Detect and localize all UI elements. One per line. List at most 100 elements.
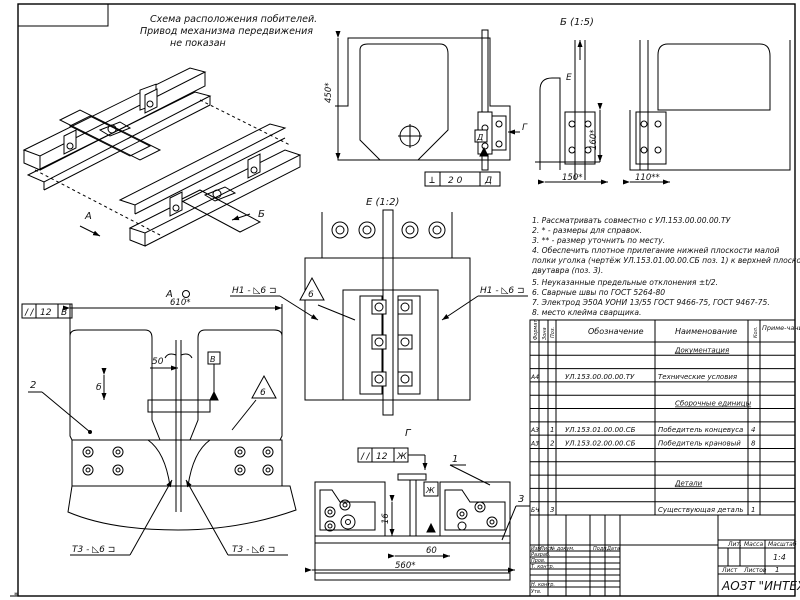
balloon-3: 3 <box>518 494 524 505</box>
balloon-1: 1 <box>452 454 458 465</box>
isometric-scheme: Схема расположения побителей. Привод мех… <box>22 14 317 247</box>
tb-col-izm: Изм <box>531 546 541 552</box>
note-7: 7. Электрод Э50А УОНИ 13/55 ГОСТ 9466-75… <box>532 298 770 307</box>
note-3: 3. ** - размер уточнить по месту. <box>532 236 665 245</box>
left-bolts <box>82 446 124 476</box>
weld-h1-left: Н1 - ◺6 ⊐ <box>232 286 277 296</box>
top-nuts <box>331 221 446 239</box>
spec-section-title: Сборочные единицы <box>675 400 752 408</box>
view-g: Г // 12 Ж 1 Ж <box>305 428 530 581</box>
view-e: Е (1:2) 6 Н1 - ◺6 ⊐ Н1 - ◺6 ⊐ <box>230 197 528 416</box>
tol-12-zh-value: 12 <box>376 452 388 462</box>
spec-head-qty: Кол. <box>753 327 759 338</box>
note-5: 5. Неуказанные предельные отклонения ±t/… <box>532 278 718 287</box>
spec-head-pos: Поз. <box>550 327 556 338</box>
tb-col-doc: № докум. <box>549 546 575 552</box>
sheet-border <box>17 3 796 597</box>
tol-20-symbol: ⊥ <box>429 175 435 186</box>
tb-sheet: Лист <box>721 567 738 574</box>
dim-16: 16 <box>381 513 391 524</box>
dim-60: 60 <box>426 546 437 556</box>
tb-col-sign: Подп. <box>593 546 608 552</box>
spec-section-title: Детали <box>674 479 703 487</box>
right-bolts <box>234 446 274 476</box>
sheet-corner-box <box>17 3 109 27</box>
spec-cell-pos: 3 <box>550 506 554 514</box>
note-8: 8. место клейма сварщика. <box>532 308 641 317</box>
note-1: 1. Рассматривать совместно с УЛ.153.00.0… <box>532 216 732 225</box>
spec-section-title: Документация <box>674 346 729 354</box>
view-a: А 610* // 12 В <box>21 289 297 556</box>
spec-cell-code: УЛ.153.00.00.00.ТУ <box>565 373 635 381</box>
tol-12-zh-datum: Ж <box>396 452 407 462</box>
triangle-6-left: 6 <box>308 290 314 300</box>
title-block <box>529 514 796 597</box>
view-e-title: Е (1:2) <box>366 197 399 208</box>
arrow-b-label: Б <box>258 209 265 220</box>
spec-head-code: Обозначение <box>588 327 644 336</box>
spec-cell-qty: 1 <box>751 506 755 514</box>
note-4b: полки уголка (чертёж УЛ.153.01.00.00.СБ … <box>532 256 800 265</box>
tb-scale-value: 1:4 <box>773 553 786 562</box>
tb-row-nkontr: Н. контр. <box>531 582 555 588</box>
spec-cell-format: А4 <box>530 374 539 381</box>
note-4: 4. Обеспечить плотное прилегание нижней … <box>532 246 779 255</box>
dim-50: 50 <box>152 357 164 367</box>
svg-text:*: * <box>14 591 18 600</box>
dim-450: 450* <box>324 83 334 103</box>
tol-20-datum: Д <box>484 176 492 186</box>
spec-cell-name: Существующая деталь <box>658 506 743 514</box>
spec-head-name: Наименование <box>675 327 737 336</box>
tol-12-zh-symbol: // <box>360 452 371 462</box>
spec-head-zone: Зона <box>542 327 548 340</box>
tb-masshtab: Масштаб <box>768 541 797 548</box>
datum-zh: Ж <box>425 486 435 495</box>
weld-t3-right: Т3 - ◺6 ⊐ <box>232 545 275 555</box>
tb-lit: Лит. <box>727 541 742 548</box>
view-g-title: Г <box>405 428 412 439</box>
spec-cell-qty: 8 <box>751 439 756 447</box>
spec-cell-code: УЛ.153.01.00.00.СБ <box>565 426 636 434</box>
bolt-stack <box>371 299 413 387</box>
spec-cell-pos: 2 <box>550 439 555 447</box>
scheme-title-line-3: не показан <box>170 38 226 49</box>
dim-110: 110** <box>635 173 660 183</box>
tb-row-razrab: Разраб. <box>531 552 551 558</box>
tb-col-list: Лист <box>539 546 554 552</box>
weld-h1-right: Н1 - ◺6 ⊐ <box>480 286 525 296</box>
spec-cell-name: Победитель концевуса <box>658 426 743 434</box>
tol-12-v-symbol: // <box>24 308 35 318</box>
tb-company: АОЗТ "ИНТЕХ" <box>721 579 800 593</box>
tb-massa: Масса <box>744 541 763 548</box>
spec-cell-format: А3 <box>530 440 539 447</box>
scheme-title-line-1: Схема расположения побителей. <box>150 14 317 25</box>
dim-150: 150* <box>562 173 582 183</box>
note-6: 6. Сварные швы по ГОСТ 5264-80 <box>532 288 665 297</box>
datum-v: В <box>210 355 216 364</box>
datum-d: Д <box>476 133 483 142</box>
dim-b: б <box>96 383 102 393</box>
spec-cell-name: Победитель крановый <box>658 439 741 447</box>
balloon-2: 2 <box>30 380 36 391</box>
technical-notes: 1. Рассматривать совместно с УЛ.153.00.0… <box>531 216 800 317</box>
dim-160: 160* <box>589 130 599 150</box>
tol-12-v-datum: В <box>61 308 67 318</box>
view-b-title: Б (1:5) <box>560 17 594 28</box>
spec-head-format: Формат <box>533 319 539 340</box>
arrow-e-label: Е <box>566 73 572 83</box>
spec-cell-name: Технические условия <box>658 373 737 381</box>
arrow-g-label: Г <box>522 123 528 133</box>
triangle-6-right: 6 <box>260 388 266 398</box>
spec-cell-pos: 1 <box>550 426 554 434</box>
tb-row-utv: Утв. <box>531 589 542 595</box>
spec-cell-format: БЧ <box>531 507 539 514</box>
note-2: 2. * - размеры для справок. <box>532 226 642 235</box>
tb-col-date: Дата <box>606 546 620 552</box>
tol-20-value: 2 0 <box>448 176 463 186</box>
tol-12-v-value: 12 <box>40 308 52 318</box>
tb-row-tkontr: Т. контр. <box>531 564 554 570</box>
note-4c: двутавра (поз. 3). <box>531 266 603 275</box>
spec-cell-code: УЛ.153.02.00.00.СБ <box>565 439 636 447</box>
